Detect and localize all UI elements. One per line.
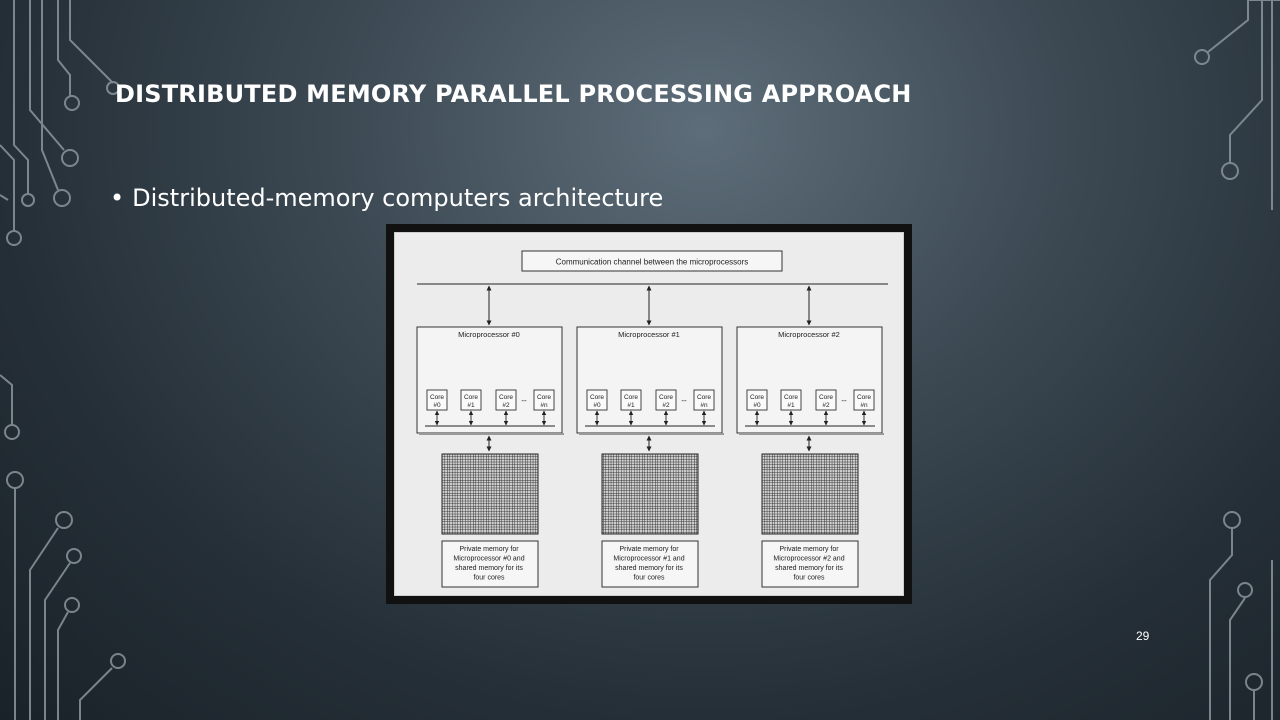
core-box — [533, 389, 555, 411]
memory-label-box — [761, 540, 859, 588]
core-number: #n — [700, 402, 708, 409]
architecture-diagram: Communication channel between the microp… — [416, 250, 888, 588]
memory-label-line: Microprocessor #0 and — [453, 556, 524, 563]
core-ellipsis: -- — [841, 396, 847, 405]
channel-label: Communication channel between the microp… — [556, 258, 749, 267]
memory-label-line: Microprocessor #1 and — [613, 556, 684, 563]
bullet-dot-icon: • — [110, 184, 125, 212]
core-ellipsis: -- — [681, 396, 687, 405]
channel-box — [521, 250, 783, 272]
microprocessor-shadow — [419, 433, 564, 435]
core-box — [495, 389, 517, 411]
microprocessor-label: Microprocessor #1 — [618, 330, 680, 339]
core-label: Core — [819, 394, 833, 401]
core-box — [620, 389, 642, 411]
core-label: Core — [499, 394, 513, 401]
core-ellipsis: -- — [521, 396, 527, 405]
core-label: Core — [784, 394, 798, 401]
core-label: Core — [857, 394, 871, 401]
bullet-item: •Distributed-memory computers architectu… — [110, 184, 663, 212]
core-label: Core — [697, 394, 711, 401]
microprocessor-label: Microprocessor #0 — [458, 330, 520, 339]
core-number: #2 — [502, 402, 510, 409]
figure-canvas: Communication channel between the microp… — [394, 232, 904, 596]
core-number: #0 — [753, 402, 761, 409]
core-label: Core — [590, 394, 604, 401]
page-number: 29 — [1136, 629, 1150, 643]
core-number: #1 — [787, 402, 795, 409]
memory-label-line: shared memory for its — [615, 565, 683, 572]
memory-label-box — [601, 540, 699, 588]
bullet-text: Distributed-memory computers architectur… — [132, 184, 664, 212]
core-number: #n — [540, 402, 548, 409]
core-number: #0 — [593, 402, 601, 409]
memory-label-line: Private memory for — [779, 546, 839, 553]
core-number: #2 — [662, 402, 670, 409]
microprocessor-label: Microprocessor #2 — [778, 330, 840, 339]
core-number: #1 — [467, 402, 475, 409]
core-label: Core — [750, 394, 764, 401]
core-number: #0 — [433, 402, 441, 409]
microprocessor-box — [576, 326, 723, 434]
memory-label-line: four cores — [793, 575, 825, 582]
memory-block — [601, 453, 699, 535]
memory-label-line: shared memory for its — [455, 565, 523, 572]
core-box — [655, 389, 677, 411]
core-label: Core — [537, 394, 551, 401]
microprocessor-shadow — [739, 433, 884, 435]
memory-label-line: Microprocessor #2 and — [773, 556, 844, 563]
core-box — [586, 389, 608, 411]
microprocessor-box — [416, 326, 563, 434]
core-label: Core — [624, 394, 638, 401]
core-number: #n — [860, 402, 868, 409]
core-box — [693, 389, 715, 411]
core-box — [746, 389, 768, 411]
microprocessor-shadow — [579, 433, 724, 435]
core-number: #1 — [627, 402, 635, 409]
memory-label-line: four cores — [633, 575, 665, 582]
core-label: Core — [464, 394, 478, 401]
core-label: Core — [659, 394, 673, 401]
memory-block — [441, 453, 539, 535]
slide-title: DISTRIBUTED MEMORY PARALLEL PROCESSING A… — [115, 80, 912, 108]
memory-block — [761, 453, 859, 535]
memory-label-box — [441, 540, 539, 588]
memory-label-line: four cores — [473, 575, 505, 582]
core-box — [460, 389, 482, 411]
core-label: Core — [430, 394, 444, 401]
architecture-figure: Communication channel between the microp… — [386, 224, 912, 604]
memory-label-line: shared memory for its — [775, 565, 843, 572]
memory-label-line: Private memory for — [459, 546, 519, 553]
core-box — [780, 389, 802, 411]
core-box — [426, 389, 448, 411]
core-box — [815, 389, 837, 411]
core-number: #2 — [822, 402, 830, 409]
microprocessor-box — [736, 326, 883, 434]
core-box — [853, 389, 875, 411]
memory-label-line: Private memory for — [619, 546, 679, 553]
